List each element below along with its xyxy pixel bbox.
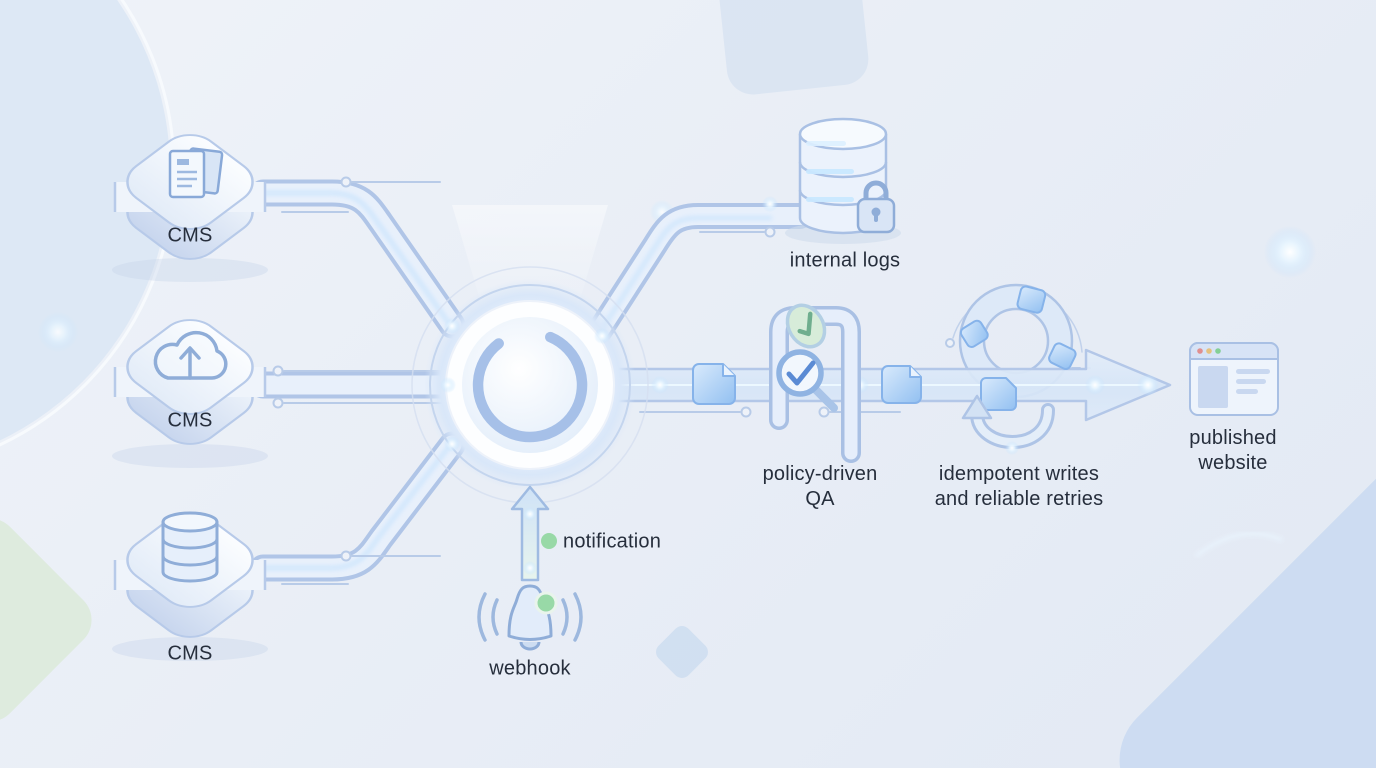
documents-icon — [168, 147, 224, 199]
hub — [411, 196, 778, 504]
webhook-node — [477, 584, 583, 651]
qa-gate — [769, 303, 861, 463]
policy-qa-label-line1: policy-driven — [762, 463, 878, 485]
pipe-cms3-hub — [249, 431, 466, 582]
published-label-line2: website — [1198, 452, 1268, 474]
idempotent-label-line2: and reliable retries — [934, 488, 1104, 510]
sparkle-glow — [1264, 226, 1316, 278]
notification-dot — [541, 533, 557, 549]
idempotent-label-line1: idempotent writes — [938, 463, 1100, 485]
lock-icon — [856, 180, 896, 234]
browser-window-icon — [1189, 342, 1279, 416]
policy-lens-icon — [785, 303, 827, 349]
notification-label: notification — [563, 530, 662, 553]
browser-dot-green — [1215, 348, 1221, 354]
cms2-label: CMS — [167, 409, 213, 432]
policy-qa-label-line2: QA — [805, 488, 835, 510]
circuit-traces — [272, 176, 1091, 585]
sound-waves-icon — [477, 592, 583, 642]
retry-arrow-icon — [961, 394, 1055, 455]
pipe-hub-logs — [584, 203, 813, 348]
decor-edge-highlight — [1195, 532, 1283, 558]
internal-logs-node — [785, 117, 901, 244]
notification-arrow — [510, 485, 557, 582]
bell-icon — [477, 584, 583, 651]
cms3-label: CMS — [167, 642, 213, 665]
up-arrow-icon — [510, 485, 550, 582]
bell-badge — [534, 591, 558, 615]
sparkle-glow — [38, 312, 78, 352]
cms1-label: CMS — [167, 224, 213, 247]
magnifier-check-icon — [776, 349, 838, 412]
published-website-label: published website — [1189, 426, 1276, 476]
cms-box-2 — [112, 319, 268, 468]
document-tiles — [692, 285, 1077, 411]
webhook-label: webhook — [489, 657, 571, 680]
doc-tile — [1016, 285, 1047, 314]
doc-tile — [959, 319, 989, 348]
cloud-upload-icon — [153, 330, 228, 380]
database-icon — [161, 511, 219, 583]
internal-logs-label: internal logs — [789, 249, 901, 272]
browser-dot-red — [1197, 348, 1203, 354]
browser-dot-yellow — [1206, 348, 1212, 354]
pipes — [249, 176, 1091, 585]
idempotent-label: idempotent writes and reliable retries — [935, 462, 1104, 512]
published-label-line1: published — [1189, 427, 1277, 449]
cms-box-1 — [112, 134, 268, 282]
pipe-cms1-hub — [249, 179, 466, 339]
decor-rounded-square — [717, 0, 869, 95]
doc-tile — [980, 377, 1017, 411]
decor-small-diamond — [656, 626, 708, 678]
sync-ring-icon — [472, 331, 588, 443]
cms-box-3 — [112, 511, 268, 661]
decor-green-diamond — [0, 518, 92, 722]
doc-tile — [1048, 342, 1077, 371]
decor-blue-diamond — [1119, 459, 1376, 768]
policy-qa-label: policy-driven QA — [763, 462, 878, 512]
